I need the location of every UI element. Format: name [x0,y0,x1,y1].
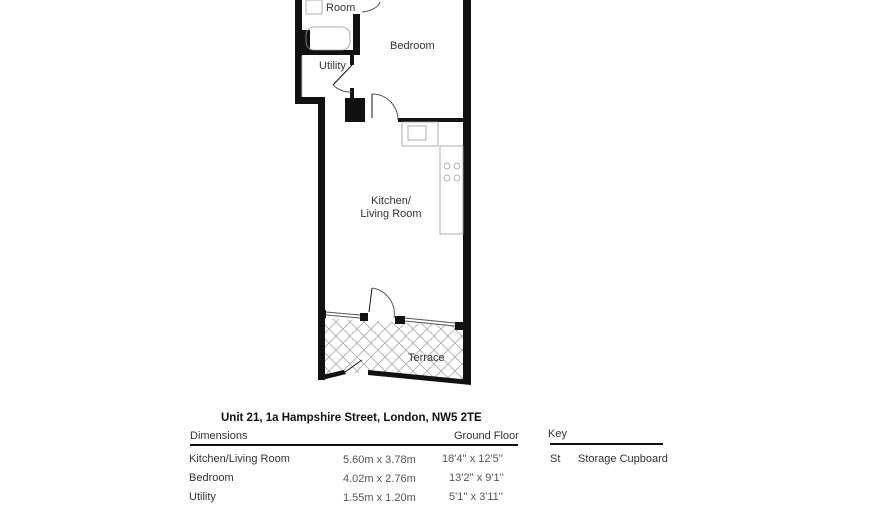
row-room: Kitchen/Living Room [189,453,290,465]
dimensions-header: Dimensions [190,430,248,442]
walls [295,0,471,385]
hob-icon [443,162,451,170]
room-label-bathroom: Room [326,2,355,14]
row-room: Utility [189,491,216,503]
floor-plan: Room Bedroom Utility Kitchen/ Living Roo… [295,0,471,385]
row-metric: 1.55m x 1.20m [343,492,416,504]
row-imperial: 18'4'' x 12'5'' [442,453,503,465]
row-metric: 5.60m x 3.78m [343,454,416,466]
row-metric: 4.02m x 2.76m [343,473,416,485]
key-divider [550,443,663,445]
kitchen-counter [439,145,464,235]
terrace-floor [322,318,466,381]
room-label-bedroom: Bedroom [390,40,435,52]
dimensions-divider [190,444,518,446]
key-code: St [550,453,561,465]
room-label-utility: Utility [319,60,346,72]
room-label-kitchen: Kitchen/ [371,195,412,207]
key-label: Storage Cupboard [578,453,668,465]
sink-icon [401,121,439,147]
doors [332,1,399,373]
fixtures [305,0,464,235]
row-imperial: 13'2'' x 9'1'' [449,472,504,484]
property-address: Unit 21, 1a Hampshire Street, London, NW… [221,412,482,424]
ground-floor-header: Ground Floor [454,430,519,442]
key-header: Key [548,428,567,440]
room-label-terrace: Terrace [408,352,445,364]
row-room: Bedroom [189,472,234,484]
bathtub-icon [305,26,351,51]
basin-icon [305,0,323,15]
row-imperial: 5'1'' x 3'11'' [449,491,503,503]
windows [301,56,456,327]
room-label-living-room: Living Room [360,208,421,220]
